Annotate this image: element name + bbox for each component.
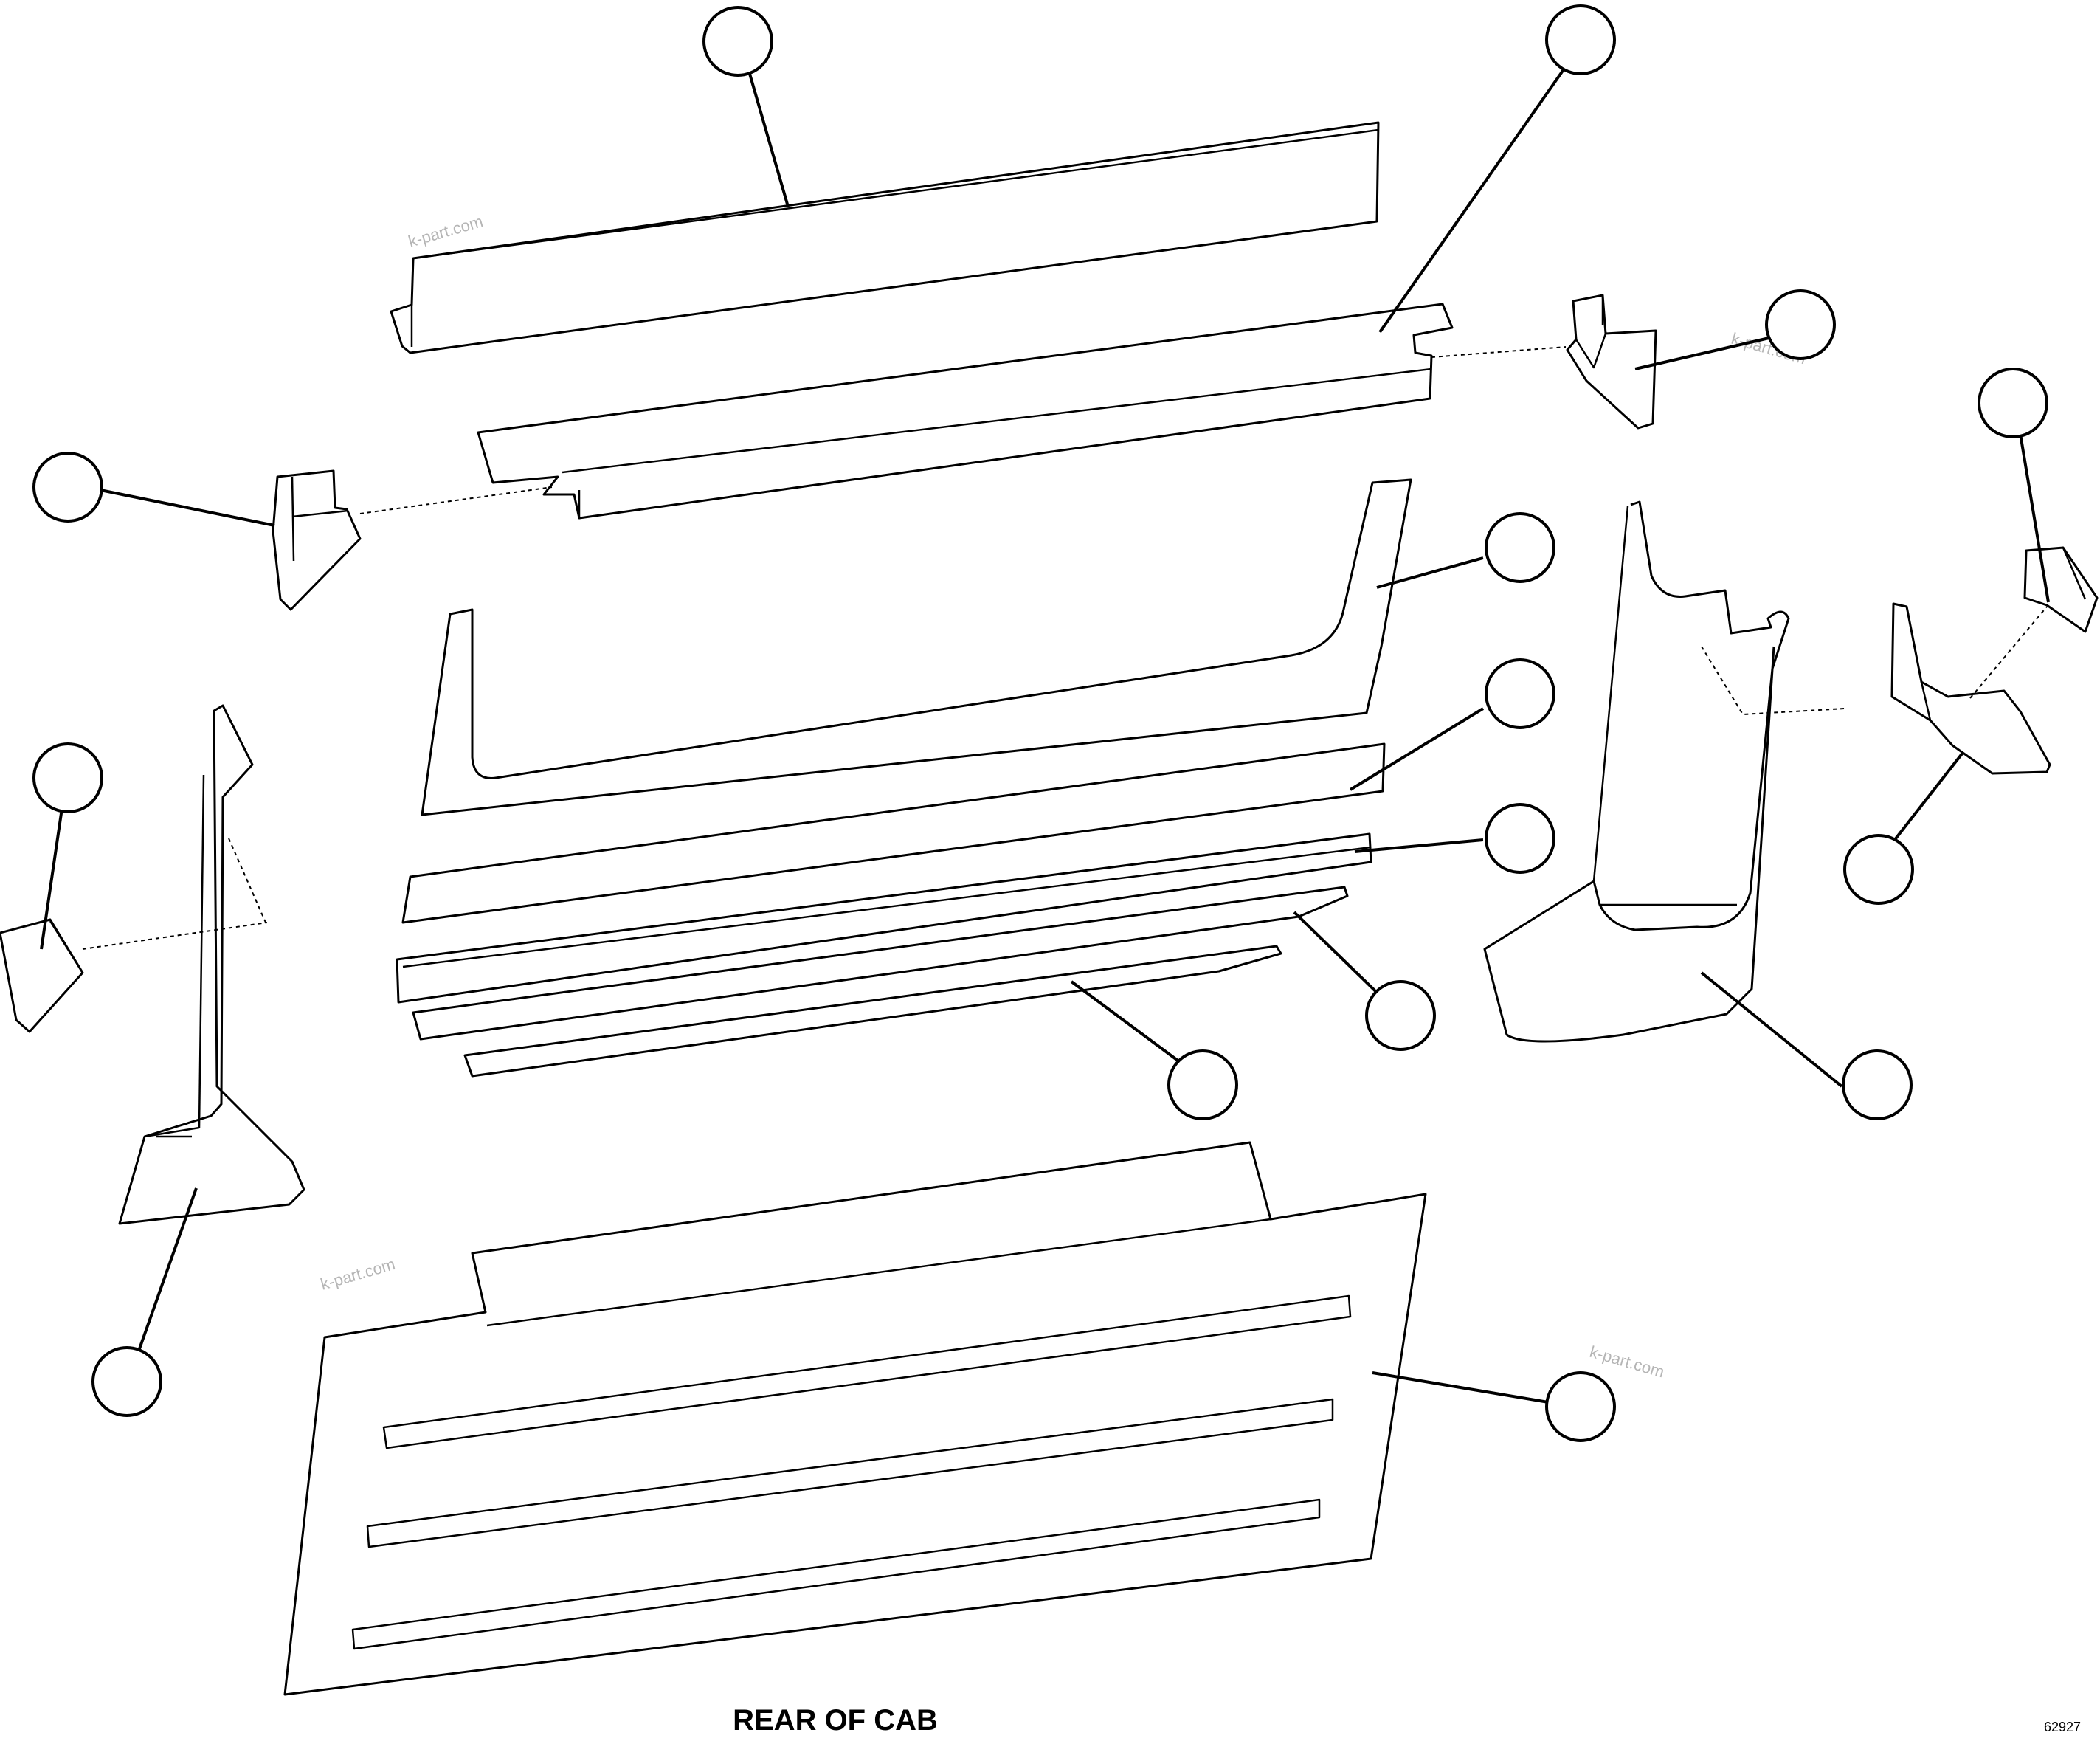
callout-circle [32, 742, 103, 813]
callout-circle [1485, 803, 1555, 874]
connection-line [82, 922, 268, 950]
short-strip [463, 945, 1282, 1078]
left-corner-post [118, 704, 305, 1225]
callout-circle [1485, 512, 1555, 583]
callout-circle [1843, 834, 1914, 905]
callout-circle [1485, 658, 1555, 729]
callout-circle [1167, 1049, 1238, 1120]
wedge-block-left [0, 918, 84, 1033]
callout-circle [1978, 368, 2048, 438]
callout-circle [1765, 289, 1836, 360]
grooved-strip [396, 832, 1372, 1004]
wedge-block-right [2023, 546, 2099, 633]
long-flat-strip [401, 742, 1386, 924]
callout-circle [1842, 1049, 1913, 1120]
connection-line [1969, 606, 2048, 699]
top-channel-panel [390, 121, 1380, 354]
callout-circle [32, 452, 103, 523]
bracket-right-side [1890, 602, 2051, 775]
callout-circle [702, 6, 773, 77]
watermark: k-part.com [406, 212, 485, 251]
bracket-upper-right [1566, 294, 1657, 430]
rear-floor-panel [283, 1141, 1427, 1696]
upper-notched-strip [477, 303, 1454, 520]
connection-line [1431, 346, 1567, 358]
callout-circle [1545, 4, 1616, 75]
callout-circles [32, 4, 2048, 1442]
u-frame-panel [421, 478, 1412, 816]
callout-circle [1545, 1371, 1616, 1442]
angled-strip [412, 886, 1349, 1041]
bracket-upper-left [272, 469, 362, 611]
watermark: k-part.com [318, 1255, 397, 1294]
right-rear-panel [1483, 500, 1845, 1043]
callout-circle [1365, 980, 1436, 1051]
watermark: k-part.com [1588, 1342, 1667, 1382]
callout-circle [91, 1346, 162, 1417]
connection-line [228, 838, 266, 923]
drawing-number: 62927 [2044, 1720, 2081, 1734]
diagram-caption: REAR OF CAB [733, 1704, 938, 1737]
connection-line [359, 486, 553, 514]
